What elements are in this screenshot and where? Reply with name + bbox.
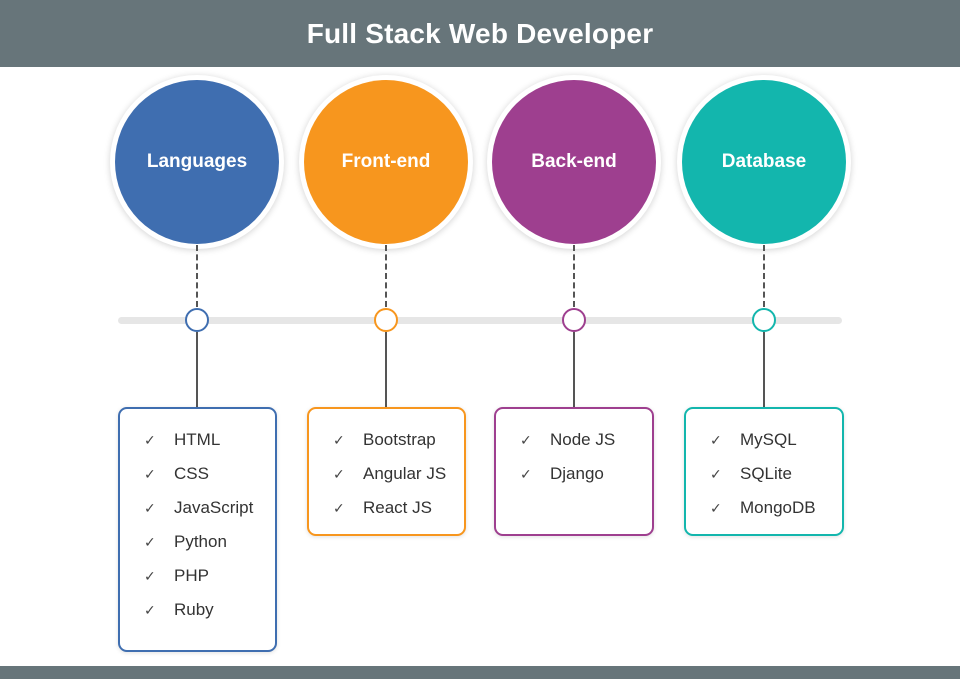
check-icon: ✓ <box>144 465 156 482</box>
list-item: ✓SQLite <box>710 464 792 483</box>
languages-circle: Languages <box>115 80 279 244</box>
languages-list-box: ✓HTML ✓CSS ✓JavaScript ✓Python ✓PHP ✓Rub… <box>118 407 277 652</box>
check-icon: ✓ <box>520 465 532 482</box>
frontend-timeline-node <box>374 308 398 332</box>
database-list-box: ✓MySQL ✓SQLite ✓MongoDB <box>684 407 844 536</box>
list-item: ✓JavaScript <box>144 498 254 517</box>
backend-timeline-node <box>562 308 586 332</box>
frontend-dashed-connector <box>385 245 387 307</box>
database-label: Database <box>721 151 807 172</box>
list-item: ✓React JS <box>333 498 432 517</box>
frontend-connector-line <box>385 332 387 407</box>
check-icon: ✓ <box>710 499 722 516</box>
list-item: ✓MongoDB <box>710 498 816 517</box>
backend-connector-line <box>573 332 575 407</box>
frontend-label: Front-end <box>341 151 431 172</box>
backend-list-box: ✓Node JS ✓Django <box>494 407 654 536</box>
title-bar: Full Stack Web Developer <box>0 0 960 67</box>
check-icon: ✓ <box>710 465 722 482</box>
check-icon: ✓ <box>520 431 532 448</box>
list-item: ✓HTML <box>144 430 221 449</box>
backend-label: Back-end <box>531 151 617 172</box>
list-item: ✓MySQL <box>710 430 797 449</box>
backend-circle: Back-end <box>492 80 656 244</box>
languages-dashed-connector <box>196 245 198 307</box>
languages-connector-line <box>196 332 198 407</box>
check-icon: ✓ <box>333 499 345 516</box>
database-dashed-connector <box>763 245 765 307</box>
frontend-list-box: ✓Bootstrap ✓Angular JS ✓React JS <box>307 407 466 536</box>
list-item: ✓CSS <box>144 464 209 483</box>
database-connector-line <box>763 332 765 407</box>
languages-timeline-node <box>185 308 209 332</box>
footer-bar <box>0 666 960 679</box>
list-item: ✓PHP <box>144 566 209 585</box>
check-icon: ✓ <box>144 567 156 584</box>
database-circle: Database <box>682 80 846 244</box>
backend-dashed-connector <box>573 245 575 307</box>
list-item: ✓Python <box>144 532 227 551</box>
diagram-title: Full Stack Web Developer <box>306 17 654 49</box>
check-icon: ✓ <box>144 533 156 550</box>
check-icon: ✓ <box>144 601 156 618</box>
check-icon: ✓ <box>144 499 156 516</box>
check-icon: ✓ <box>333 465 345 482</box>
timeline-bar <box>118 317 842 324</box>
check-icon: ✓ <box>710 431 722 448</box>
list-item: ✓Node JS <box>520 430 616 449</box>
check-icon: ✓ <box>333 431 345 448</box>
frontend-circle: Front-end <box>304 80 468 244</box>
check-icon: ✓ <box>144 431 156 448</box>
list-item: ✓Ruby <box>144 600 214 619</box>
database-timeline-node <box>752 308 776 332</box>
list-item: ✓Bootstrap <box>333 430 436 449</box>
languages-label: Languages <box>146 151 248 172</box>
list-item: ✓Django <box>520 464 604 483</box>
list-item: ✓Angular JS <box>333 464 447 483</box>
